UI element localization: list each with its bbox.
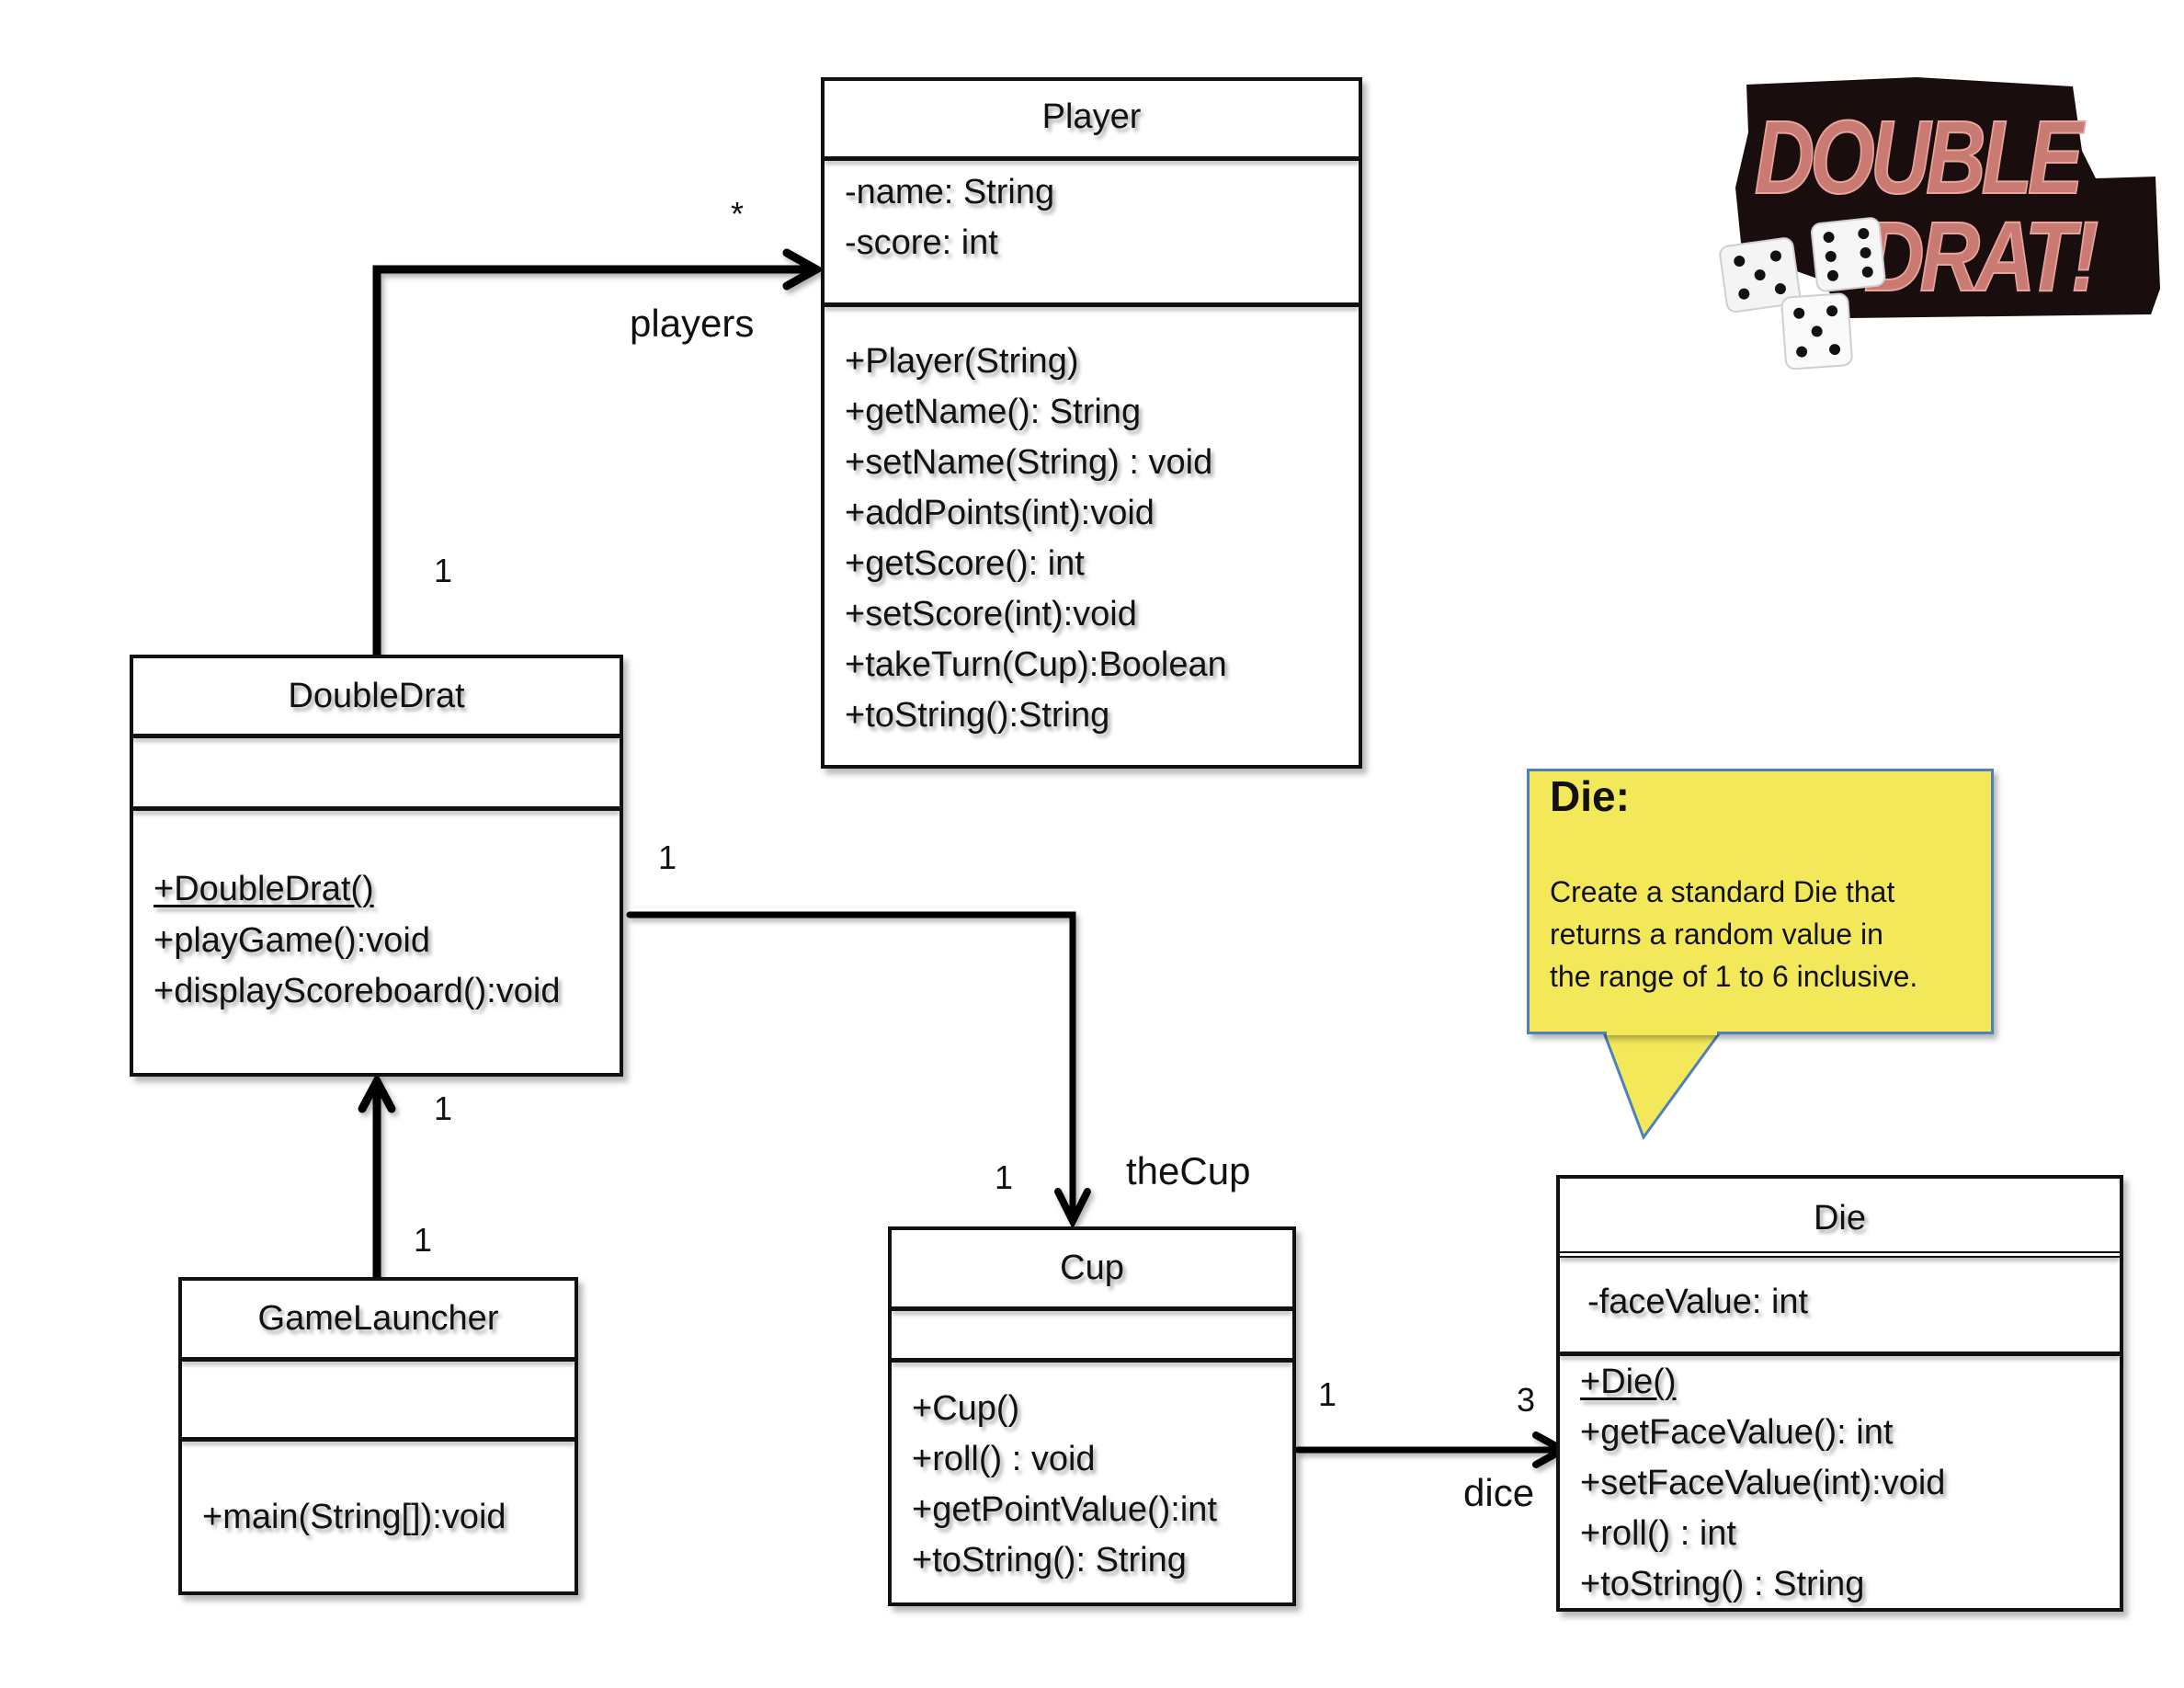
association-thecup-arrowhead: [1054, 1188, 1091, 1229]
method: +toString():String: [845, 696, 1110, 735]
method: +setFaceValue(int):void: [1580, 1464, 1946, 1502]
class-player-attributes-divider: [825, 156, 1359, 161]
class-gamelauncher-methods-divider: [182, 1437, 574, 1442]
thecup-target-multiplicity: 1: [995, 1158, 1014, 1196]
method: +Cup(): [912, 1389, 1020, 1428]
note-tail-seam: [1607, 1028, 1717, 1035]
method: +getPointValue():int: [912, 1490, 1217, 1529]
method: +roll() : int: [1580, 1514, 1736, 1553]
association-launcher-arrowhead: [358, 1072, 396, 1113]
dice-target-multiplicity: 3: [1517, 1381, 1536, 1419]
method: +setScore(int):void: [845, 595, 1137, 633]
method-constructor: +Die(): [1580, 1363, 1677, 1401]
method: +playGame():void: [154, 921, 430, 960]
note-line: Create a standard Die that: [1550, 875, 1895, 908]
dice-source-multiplicity: 1: [1318, 1375, 1337, 1413]
players-target-multiplicity: *: [731, 195, 745, 233]
class-gamelauncher-attributes-divider: [182, 1357, 574, 1362]
dice-icon: [1719, 217, 1886, 371]
class-gamelauncher-name: GameLauncher: [257, 1299, 499, 1338]
class-doubledrat-name: DoubleDrat: [288, 677, 465, 715]
class-die-methods-divider: [1560, 1352, 2120, 1356]
method: +toString() : String: [1580, 1565, 1865, 1603]
class-player-name: Player: [1041, 97, 1142, 136]
note-callout-tail: [1601, 1031, 1723, 1141]
class-player[interactable]: Player -name: String -score: int +Player…: [821, 77, 1362, 769]
note-body: Create a standard Die that returns a ran…: [1550, 871, 1917, 998]
method: +displayScoreboard():void: [154, 972, 561, 1010]
method: +getScore(): int: [845, 544, 1085, 583]
method: +addPoints(int):void: [845, 494, 1155, 532]
attribute: -name: String: [845, 173, 1055, 211]
note-callout: Die: Create a standard Die that returns …: [1527, 769, 1994, 1034]
note-title: Die:: [1550, 772, 1630, 820]
logo-line2: DRAT!: [1864, 202, 2098, 313]
attribute: -faceValue: int: [1587, 1283, 1809, 1321]
association-players-arrowhead: [782, 248, 825, 291]
class-die-attributes-divider: [1560, 1251, 2120, 1258]
players-source-multiplicity: 1: [434, 552, 453, 589]
class-die-name: Die: [1813, 1199, 1867, 1237]
logo-graphic: DOUBLE DRAT!: [1719, 77, 2160, 371]
note-line: returns a random value in: [1550, 918, 1883, 951]
thecup-source-multiplicity: 1: [658, 838, 677, 876]
note-line: the range of 1 to 6 inclusive.: [1550, 960, 1918, 993]
class-gamelauncher[interactable]: GameLauncher +main(String[]):void: [178, 1277, 578, 1595]
launcher-target-multiplicity: 1: [434, 1089, 453, 1127]
class-doubledrat-methods-divider: [133, 806, 620, 811]
method: +takeTurn(Cup):Boolean: [845, 645, 1227, 684]
players-role-label: players: [630, 302, 755, 345]
logo-line1: DOUBLE: [1755, 98, 2087, 215]
class-doubledrat[interactable]: DoubleDrat +DoubleDrat() +playGame():voi…: [130, 655, 623, 1077]
method: +setName(String) : void: [845, 443, 1213, 482]
class-cup-methods-divider: [892, 1358, 1292, 1363]
method: +getName(): String: [845, 393, 1142, 431]
method: +Player(String): [845, 342, 1079, 381]
method: +toString(): String: [912, 1541, 1187, 1580]
double-drat-logo: DOUBLE DRAT!: [1710, 77, 2174, 380]
class-cup[interactable]: Cup +Cup() +roll() : void +getPointValue…: [888, 1226, 1296, 1606]
method-constructor: +DoubleDrat(): [154, 870, 374, 908]
class-cup-name: Cup: [1060, 1249, 1124, 1287]
class-player-methods-divider: [825, 302, 1359, 307]
launcher-source-multiplicity: 1: [414, 1221, 433, 1259]
class-doubledrat-attributes-divider: [133, 734, 620, 738]
method: +roll() : void: [912, 1440, 1096, 1478]
class-cup-attributes-divider: [892, 1306, 1292, 1311]
class-die[interactable]: Die -faceValue: int +Die() +getFaceValue…: [1556, 1175, 2123, 1612]
method: +main(String[]):void: [202, 1498, 506, 1536]
method: +getFaceValue(): int: [1580, 1413, 1894, 1452]
thecup-role-label: theCup: [1126, 1149, 1251, 1192]
attribute: -score: int: [845, 223, 998, 262]
dice-role-label: dice: [1463, 1471, 1535, 1514]
